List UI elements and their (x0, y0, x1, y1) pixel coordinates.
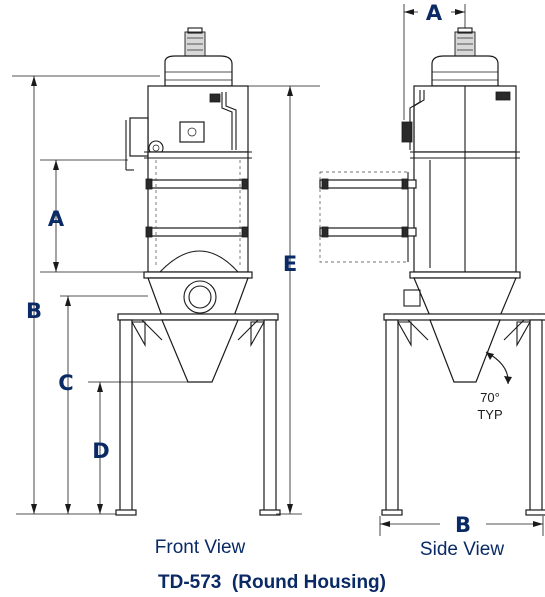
side-dimensions (379, 4, 544, 536)
side-hopper (413, 277, 517, 317)
front-view-label: Front View (155, 537, 246, 558)
angle-typ-label: TYP (477, 407, 502, 422)
angle-degrees-label: 70° (480, 390, 500, 405)
front-leg-right (263, 319, 277, 515)
drawing-title: TD-573 (Round Housing) (158, 572, 386, 593)
front-control-box (179, 121, 205, 143)
front-cylinder (147, 151, 249, 273)
side-lower-funnel (429, 319, 501, 383)
side-leg-right (529, 319, 543, 515)
side-view (319, 27, 545, 516)
front-outlet (183, 280, 217, 314)
front-lower-funnel (161, 319, 239, 383)
dimension-label-b-front: B (26, 299, 42, 323)
dimension-label-a-front: A (48, 207, 65, 231)
dimension-label-d: D (92, 439, 109, 463)
front-dimensions (12, 75, 320, 515)
side-leg-left (385, 319, 399, 515)
side-view-label: Side View (420, 539, 504, 560)
dimension-label-c: C (58, 371, 73, 395)
side-blower-housing (431, 55, 499, 87)
front-blower-housing (164, 55, 233, 87)
dimension-label-a-side: A (426, 1, 443, 25)
front-view (115, 27, 281, 516)
front-inlet-flange (129, 117, 149, 157)
dimension-label-e: E (283, 252, 297, 276)
front-leg-left (119, 319, 133, 515)
dimension-label-b-side: B (455, 513, 471, 537)
front-hopper (147, 277, 249, 317)
